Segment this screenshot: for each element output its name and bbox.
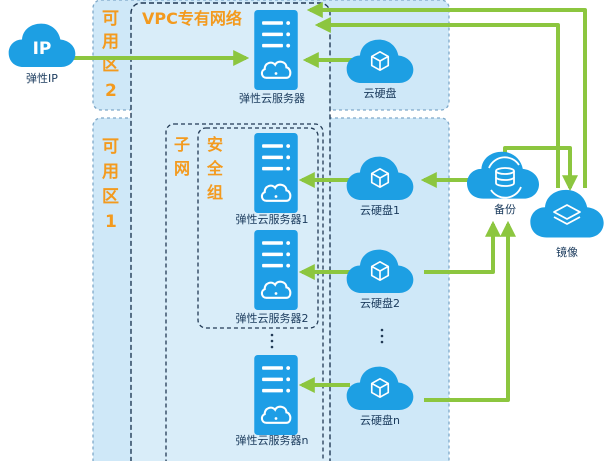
ip-icon-text: IP <box>33 39 52 59</box>
server-2-label: 弹性云服务器2 <box>236 311 309 325</box>
disk-2-label: 云硬盘2 <box>360 296 400 310</box>
az2-char-1: 用 <box>102 32 119 52</box>
vpc-box <box>130 2 331 461</box>
disk-n-label: 云硬盘n <box>360 413 400 427</box>
server-1-label: 弹性云服务器1 <box>236 212 309 226</box>
backup-label: 备份 <box>494 202 516 216</box>
subnet-char-1: 网 <box>174 159 190 178</box>
az1-char-0: 可 <box>102 137 119 157</box>
az1-char-2: 区 <box>102 187 119 207</box>
sg-char-0: 安 <box>207 135 223 154</box>
server-n-label: 弹性云服务器n <box>236 433 309 447</box>
subnet-char-0: 子 <box>174 135 190 154</box>
az2-char-0: 可 <box>102 9 119 29</box>
backup-icon <box>488 156 522 199</box>
az1-char-1: 用 <box>102 162 119 182</box>
disk-top-label: 云硬盘 <box>364 86 397 100</box>
server-icon <box>253 10 299 90</box>
subnet-box <box>165 123 324 461</box>
elastic-ip-node: IP 弹性IP <box>8 23 76 85</box>
security-group-box <box>197 127 319 329</box>
arrow-disk2-to-backup <box>424 220 501 274</box>
sg-char-1: 全 <box>206 159 224 178</box>
arrow-diskn-to-backup <box>424 220 516 402</box>
az1-char-3: 1 <box>105 212 117 232</box>
image-label: 镜像 <box>556 245 578 259</box>
backup-node: 备份 <box>467 151 539 216</box>
disk-1-label: 云硬盘1 <box>360 203 400 217</box>
az2-char-3: 2 <box>105 81 117 101</box>
image-layers-icon <box>553 204 581 225</box>
vpc-label: VPC专有网络 <box>142 9 242 28</box>
arrow-image-to-server-b <box>314 17 560 188</box>
elastic-ip-label: 弹性IP <box>26 71 58 85</box>
server-ellipsis <box>270 333 274 349</box>
cloud-icon <box>467 151 539 199</box>
arrow-image-to-server-a <box>306 2 587 188</box>
cloud-icon <box>530 189 604 238</box>
server-icon <box>253 355 299 435</box>
sg-char-2: 组 <box>207 183 223 202</box>
disk-ellipsis <box>380 328 384 344</box>
server-icon <box>253 133 299 213</box>
server-icon <box>253 230 299 310</box>
server-top-label: 弹性云服务器 <box>239 91 305 105</box>
image-node: 镜像 <box>530 189 604 259</box>
